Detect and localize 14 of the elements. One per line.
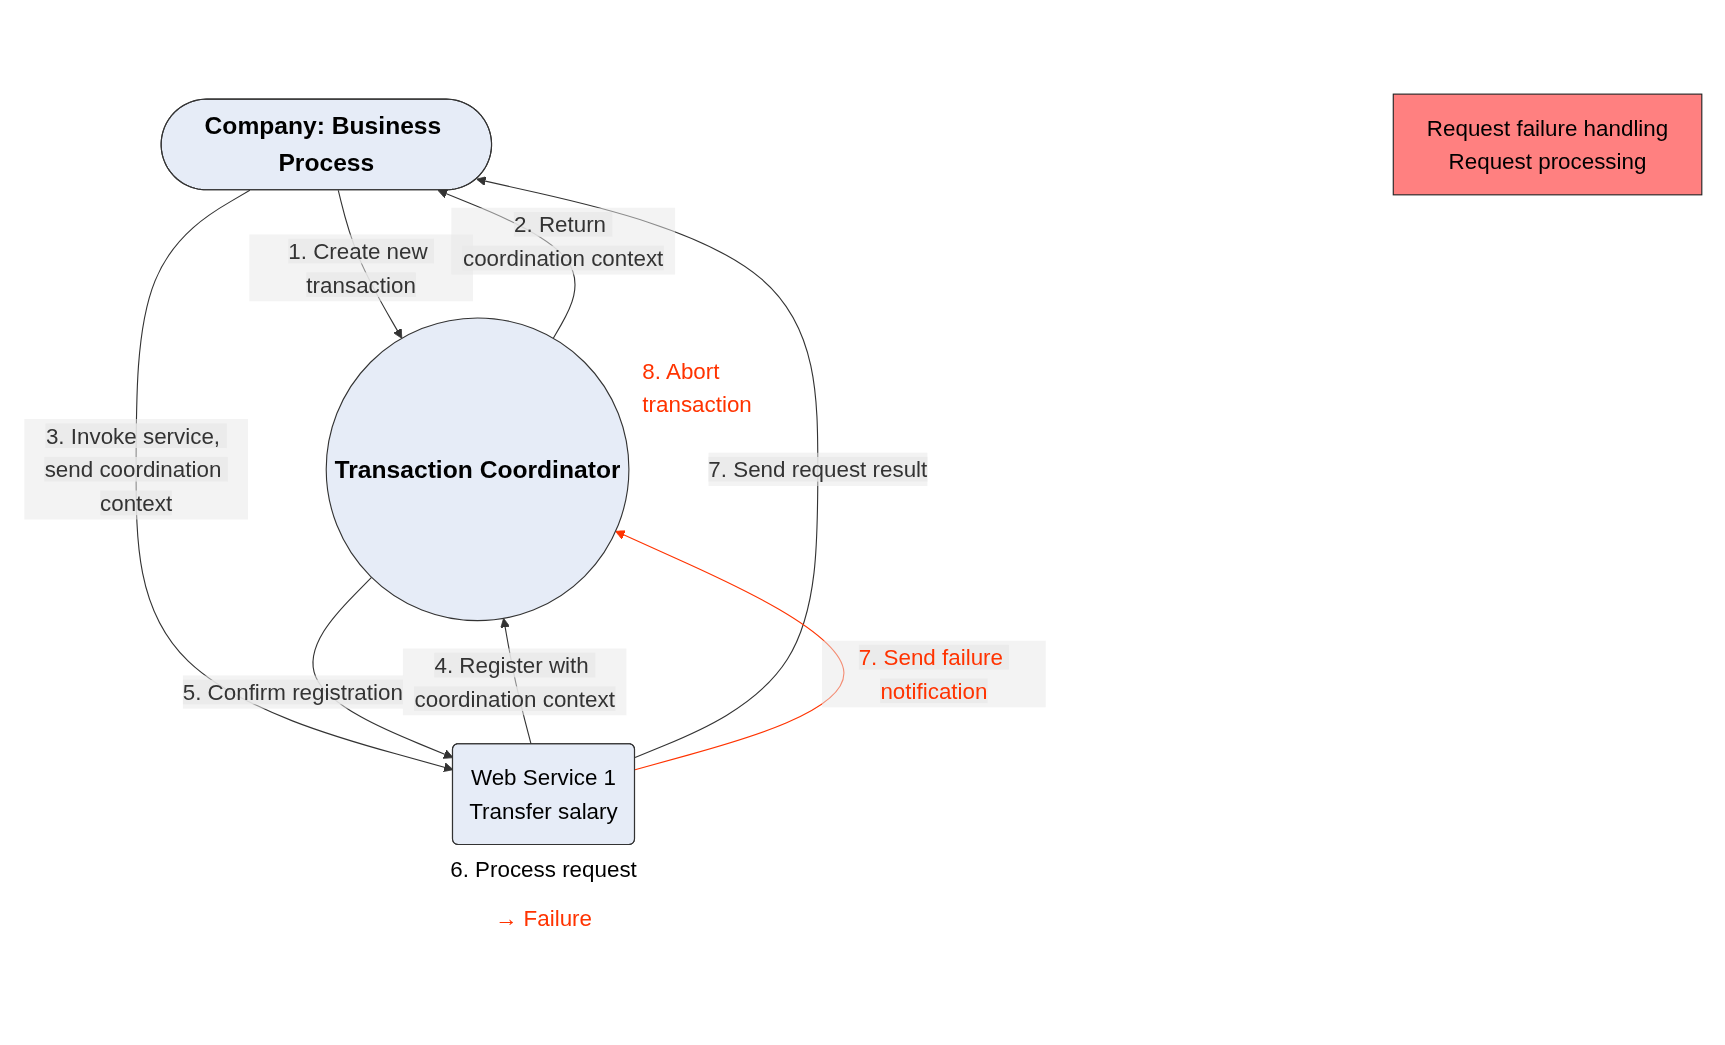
node-circle: Transaction Coordinator bbox=[325, 316, 629, 621]
edge-label: 3. Invoke service, send coordination context bbox=[44, 422, 221, 515]
node-box: Request failure handling Request processing bbox=[1392, 93, 1702, 195]
edge-label: 2. Return coordination context bbox=[462, 211, 663, 270]
node-label: → Failure bbox=[494, 905, 592, 931]
arrow bbox=[614, 529, 844, 770]
edge-label: 1. Create new transaction bbox=[287, 238, 428, 297]
edge-label: 5. Confirm registration bbox=[182, 679, 403, 704]
edge-label: 7. Send request result bbox=[707, 456, 927, 482]
node-label: 6. Process request bbox=[449, 856, 637, 881]
edge-label: 4. Register with coordination context bbox=[414, 652, 615, 711]
node-label: 8. Abort transaction bbox=[641, 358, 752, 417]
edge-label: 7. Send failure notification bbox=[858, 644, 1003, 703]
arrow bbox=[475, 175, 818, 758]
